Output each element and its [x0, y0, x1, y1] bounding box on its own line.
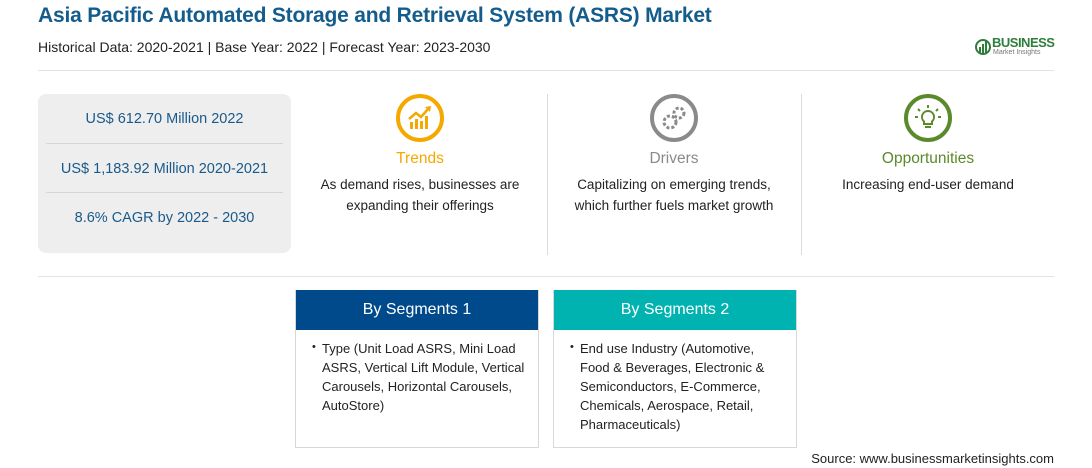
header-divider: [38, 70, 1054, 71]
logo-subtext: Market Insights: [993, 49, 1041, 56]
segment-1-item: Type (Unit Load ASRS, Mini Load ASRS, Ve…: [296, 330, 538, 415]
trends-column: Trends As demand rises, businesses are e…: [293, 94, 547, 216]
stat-market-size-2022: US$ 612.70 Million 2022: [85, 111, 244, 127]
gears-icon: [650, 94, 698, 142]
drivers-label: Drivers: [649, 150, 699, 167]
trend-chart-icon: [396, 94, 444, 142]
logo-icon: [975, 39, 991, 55]
segment-2-card: By Segments 2 End use Industry (Automoti…: [553, 290, 797, 448]
drivers-description: Capitalizing on emerging trends, which f…: [574, 177, 774, 213]
opportunities-label: Opportunities: [881, 150, 975, 167]
opportunities-column: Opportunities Increasing end-user demand: [801, 94, 1055, 195]
lightbulb-icon: [904, 94, 952, 142]
opportunities-description: Increasing end-user demand: [842, 177, 1014, 192]
section-divider: [38, 276, 1054, 277]
segment-2-item: End use Industry (Automotive, Food & Bev…: [554, 330, 796, 434]
column-divider: [547, 94, 548, 255]
page-subtitle: Historical Data: 2020-2021 | Base Year: …: [38, 39, 491, 55]
stat-market-size-historical: US$ 1,183.92 Million 2020-2021: [60, 161, 269, 177]
segment-2-title: By Segments 2: [554, 290, 796, 330]
logo-text: BUSINESS: [992, 35, 1055, 50]
stat-divider: [46, 192, 283, 193]
trends-label: Trends: [396, 150, 444, 167]
segment-1-card: By Segments 1 Type (Unit Load ASRS, Mini…: [295, 290, 539, 448]
stat-divider: [46, 143, 283, 144]
drivers-column: Drivers Capitalizing on emerging trends,…: [547, 94, 801, 216]
stats-panel: US$ 612.70 Million 2022 US$ 1,183.92 Mil…: [38, 94, 291, 253]
stat-cagr: 8.6% CAGR by 2022 - 2030: [74, 210, 255, 226]
segment-1-title: By Segments 1: [296, 290, 538, 330]
page-title: Asia Pacific Automated Storage and Retri…: [38, 4, 712, 27]
trends-description: As demand rises, businesses are expandin…: [320, 177, 520, 213]
business-market-insights-logo: BUSINESS Market Insights: [975, 34, 1060, 60]
source-note: Source: www.businessmarketinsights.com: [811, 451, 1054, 466]
column-divider: [801, 94, 802, 255]
